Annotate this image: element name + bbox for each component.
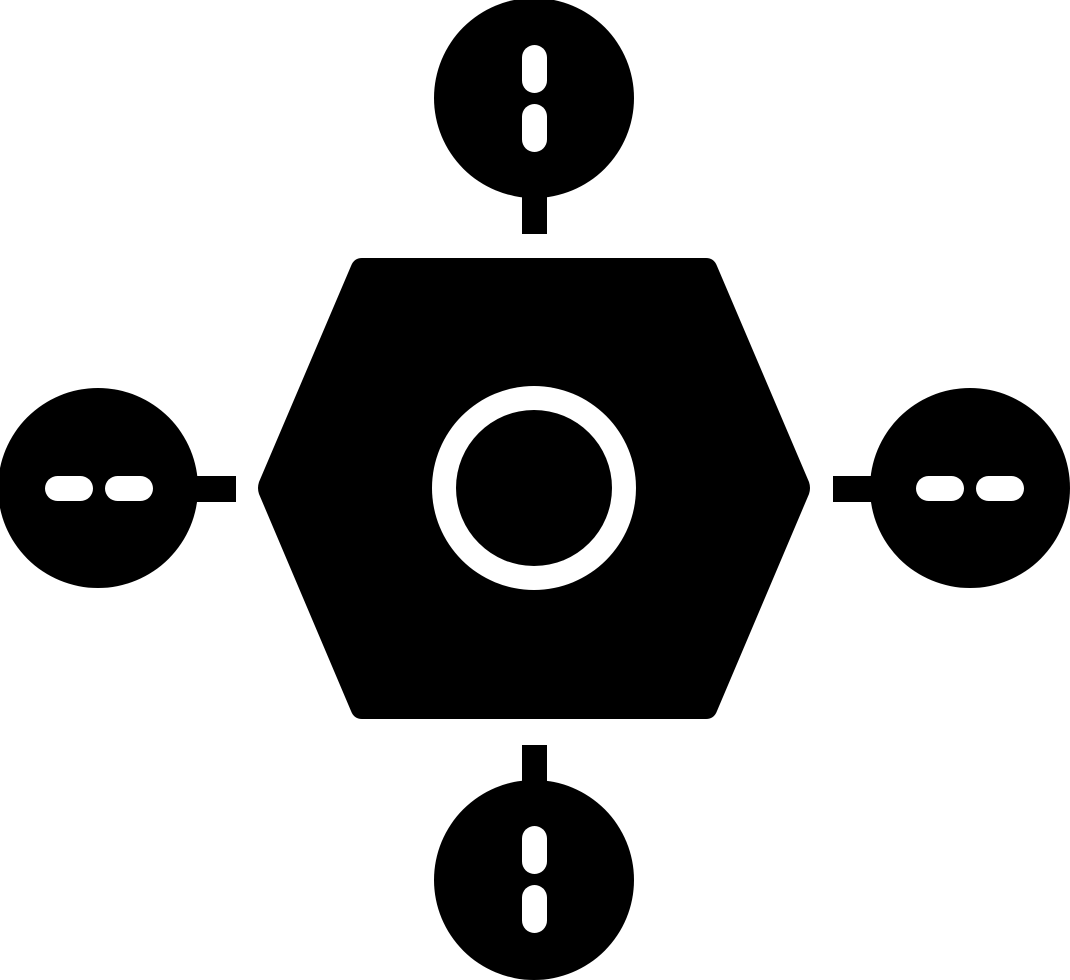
satellite-node-left (0, 388, 198, 588)
center-core (456, 410, 612, 566)
right-dash-2 (976, 476, 1024, 501)
bottom-dash-1 (522, 826, 547, 874)
top-dash-1 (522, 45, 547, 93)
satellite-node-bottom (434, 780, 634, 980)
left-dash-1 (45, 476, 93, 501)
left-dash-2 (105, 476, 153, 501)
right-dash-1 (916, 476, 964, 501)
satellite-node-right (870, 388, 1070, 588)
bottom-dash-2 (522, 885, 547, 933)
satellite-node-top (434, 0, 634, 198)
top-dash-2 (522, 104, 547, 152)
